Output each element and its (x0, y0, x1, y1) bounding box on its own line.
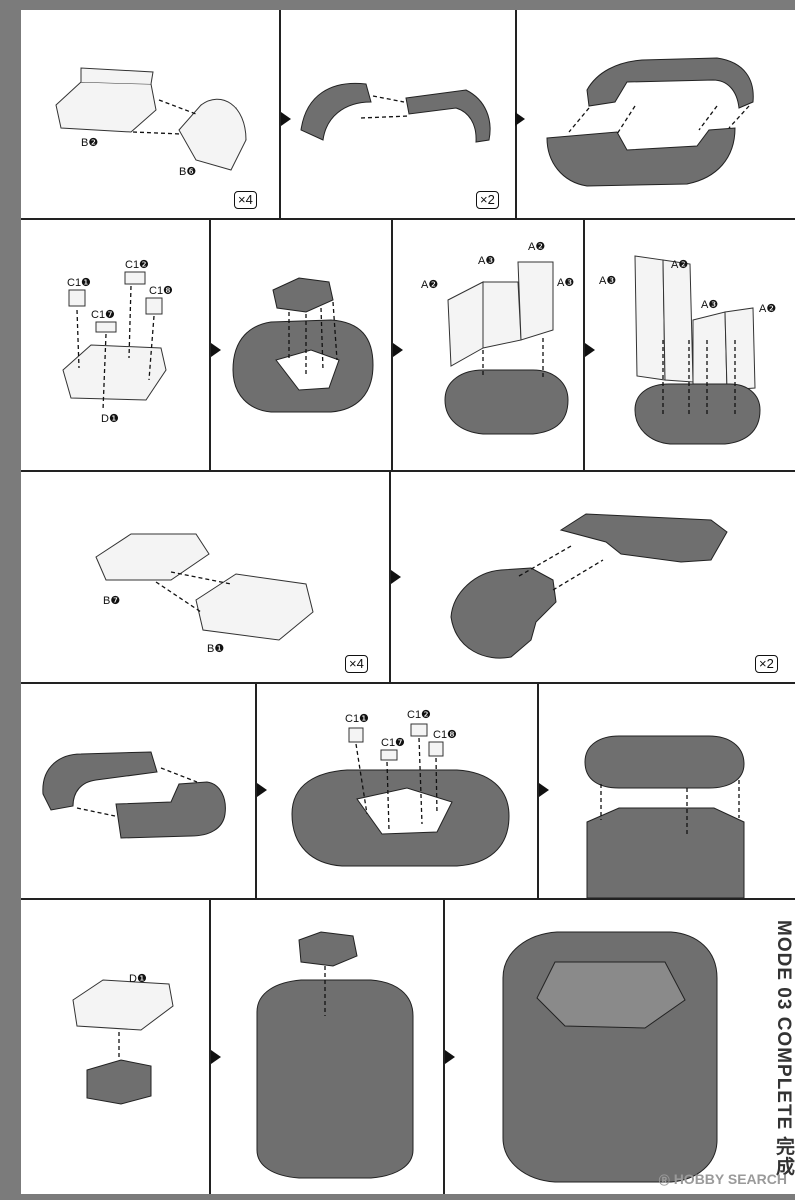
step-panel-row4-3 (539, 684, 795, 898)
step-arrow-icon (445, 1050, 455, 1064)
step-panel-row2-3: A❷ A❸ A❷ A❸ (393, 220, 583, 470)
part-label-a3: A❸ (478, 255, 496, 267)
step-arrow-icon (257, 783, 267, 797)
step-panel-row5-1: D❶ (21, 900, 209, 1194)
part-label-a2: A❷ (671, 259, 689, 271)
part-label-c1-2: C1❷ (407, 709, 431, 721)
step-panel-row5-2 (211, 900, 443, 1194)
part-illustration-wall-assembly (634, 255, 761, 445)
step-panel-row2-2 (211, 220, 391, 470)
quantity-badge: ×4 (234, 191, 257, 209)
part-illustration-d1-block (72, 979, 174, 1105)
step-arrow-icon (393, 343, 403, 357)
mode-complete-label: MODE 03 COMPLETE 完成 (773, 920, 794, 1177)
part-illustration-b2-b6 (55, 67, 247, 171)
part-label-a3: A❸ (701, 299, 719, 311)
step-arrow-icon (281, 112, 291, 126)
step-panel-row3-1: B❼ B❶ ×4 (21, 472, 389, 682)
part-illustration-corner-unit (450, 513, 728, 659)
step-panel-row1-2: ×2 (281, 10, 515, 218)
part-illustration-frame-joints (291, 723, 510, 867)
quantity-badge: ×2 (476, 191, 499, 209)
part-illustration-frame-assembly (546, 57, 754, 187)
part-illustration-b7-b1 (95, 533, 314, 641)
step-panel-row4-2: C1❶ C1❷ C1❼ C1❽ (257, 684, 537, 898)
part-label-c1-1: C1❶ (345, 713, 369, 725)
step-arrow-icon (539, 783, 549, 797)
part-label-b1: B❶ (207, 643, 225, 655)
instruction-page: B❷ B❻ ×4 ×2 (21, 10, 795, 1194)
part-label-c1-7: C1❼ (381, 737, 405, 749)
quantity-badge: ×2 (755, 655, 778, 673)
step-panel-row2-4: A❸ A❷ A❸ A❷ (585, 220, 795, 470)
watermark-brand: HOBBY SEARCH (673, 1171, 787, 1187)
part-label-d1: D❶ (129, 973, 147, 985)
part-label-b6: B❻ (179, 166, 197, 178)
part-label-b7: B❼ (103, 595, 121, 607)
part-label-c1-8: C1❽ (149, 285, 173, 297)
part-label-c1-7: C1❼ (91, 309, 115, 321)
part-illustration-wall-panels (444, 261, 569, 435)
quantity-badge: ×4 (345, 655, 368, 673)
part-label-d1: D❶ (101, 413, 119, 425)
step-panel-row4-1 (21, 684, 255, 898)
registered-symbol: Ⓡ (658, 1175, 670, 1187)
part-label-a3: A❸ (599, 275, 617, 287)
part-illustration-core-insert (256, 931, 414, 1179)
part-label-a2: A❷ (421, 279, 439, 291)
part-label-c1-2: C1❷ (125, 259, 149, 271)
part-illustration-base-d1 (232, 277, 374, 413)
part-label-a2: A❷ (528, 241, 546, 253)
step-panel-row2-1: C1❶ C1❷ C1❼ C1❽ D❶ (21, 220, 209, 470)
step-panel-row1-3 (517, 10, 795, 218)
part-label-a3: A❸ (557, 277, 575, 289)
part-illustration-top-onto-walls (584, 735, 745, 898)
step-arrow-icon (515, 112, 525, 126)
part-label-a2: A❷ (759, 303, 777, 315)
part-label-b2: B❷ (81, 137, 99, 149)
part-label-c1-8: C1❽ (433, 729, 457, 741)
part-illustration-d1-joints (62, 271, 167, 411)
step-panel-row1-1: B❷ B❻ ×4 (21, 10, 279, 218)
part-illustration-half-frames (300, 82, 491, 143)
watermark-logo: Ⓡ HOBBY SEARCH (659, 1171, 787, 1188)
step-arrow-icon (391, 570, 401, 584)
step-arrow-icon (585, 343, 595, 357)
step-arrow-icon (211, 1050, 221, 1064)
step-arrow-icon (211, 343, 221, 357)
part-illustration-completed-mode03 (502, 931, 718, 1183)
part-label-c1-1: C1❶ (67, 277, 91, 289)
part-illustration-frame-halves (42, 751, 226, 839)
step-panel-row5-3 (445, 900, 795, 1194)
step-panel-row3-2: ×2 (391, 472, 795, 682)
